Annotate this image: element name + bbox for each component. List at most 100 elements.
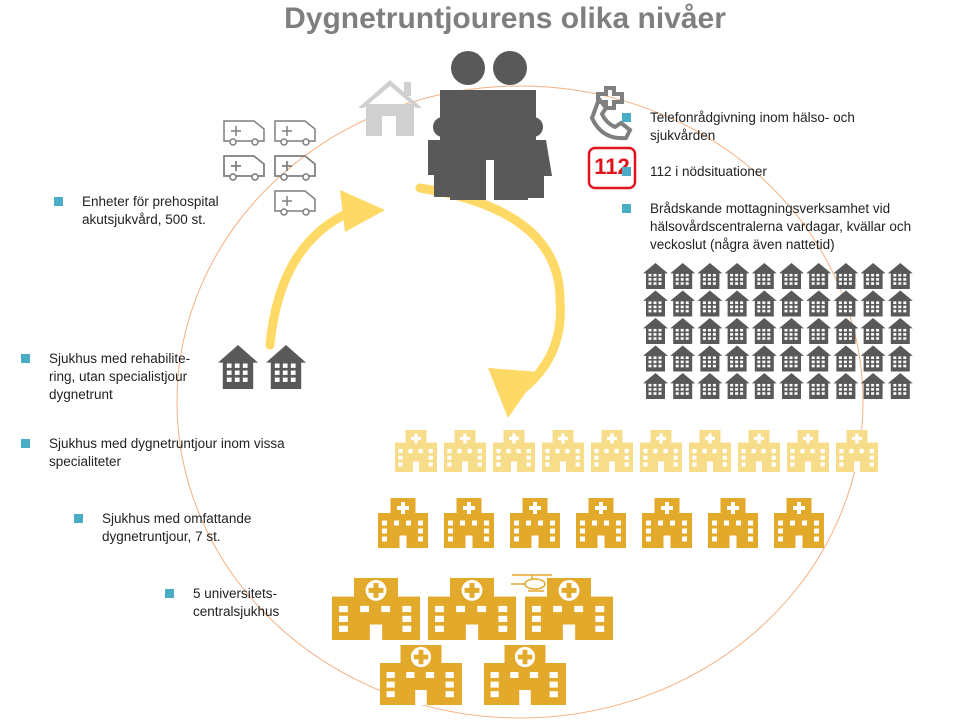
comprehensive-hospital-icon bbox=[642, 498, 692, 548]
comprehensive-hospital-icon bbox=[378, 498, 428, 548]
health-center-icon bbox=[887, 290, 913, 317]
health-center-icon bbox=[724, 373, 750, 399]
university-hospital-icon bbox=[380, 645, 462, 705]
legend-text: Brådskande mottagningsverksamhet vid häl… bbox=[650, 201, 912, 252]
health-center-icon bbox=[860, 345, 886, 372]
health-center-icon bbox=[697, 318, 723, 344]
legend-item-health-centers: Brådskande mottagningsverksamhet vid häl… bbox=[622, 200, 950, 254]
ambulance-icon bbox=[223, 120, 265, 146]
health-center-icon bbox=[724, 345, 750, 372]
health-center-icon bbox=[670, 290, 696, 317]
legend-text: Sjukhus med dygnetruntjour inom vissa sp… bbox=[49, 436, 285, 469]
comprehensive-hospital-icon bbox=[708, 498, 758, 548]
ambulance-icon bbox=[274, 120, 316, 146]
legend-item-phone: Telefonrådgivning inom hälso- och sjukvå… bbox=[622, 109, 920, 145]
ambulance-icon bbox=[274, 190, 316, 216]
legend-text: 112 i nödsituationer bbox=[650, 164, 767, 179]
health-center-icon bbox=[670, 373, 696, 399]
health-center-icon bbox=[724, 263, 750, 289]
health-center-icon bbox=[887, 318, 913, 344]
legend-item-112: 112 i nödsituationer bbox=[622, 163, 920, 181]
health-center-icon bbox=[833, 373, 859, 399]
bullet-icon bbox=[21, 354, 30, 363]
health-center-icon bbox=[806, 318, 832, 344]
health-center-icon bbox=[887, 345, 913, 372]
bullet-icon bbox=[622, 113, 631, 122]
specialty-hospital-icon bbox=[591, 430, 633, 472]
emergency-112-badge bbox=[587, 146, 637, 190]
specialty-hospital-icon bbox=[787, 430, 829, 472]
specialty-hospital-icon bbox=[395, 430, 437, 472]
health-center-icon bbox=[833, 345, 859, 372]
health-center-icon bbox=[697, 290, 723, 317]
health-center-icon bbox=[779, 373, 804, 399]
health-center-icon bbox=[806, 373, 832, 399]
home-icon bbox=[358, 80, 422, 136]
health-center-icon bbox=[751, 318, 777, 344]
health-center-icon bbox=[887, 263, 913, 289]
specialty-hospital-icon bbox=[493, 430, 535, 472]
specialty-hospital-icon bbox=[542, 430, 584, 472]
bullet-icon bbox=[165, 589, 174, 598]
legend-text: Enheter för prehospital akutsjukvård, 50… bbox=[82, 194, 219, 227]
health-center-icon bbox=[751, 263, 777, 289]
health-center-icon bbox=[806, 263, 832, 289]
health-center-icon bbox=[643, 290, 668, 317]
university-hospital-icon bbox=[428, 578, 516, 640]
page-title: Dygnetruntjourens olika nivåer bbox=[284, 2, 726, 35]
health-center-icon bbox=[779, 263, 804, 289]
health-center-icon bbox=[860, 318, 886, 344]
health-center-icon bbox=[724, 290, 750, 317]
arrow-head-icon bbox=[340, 190, 385, 232]
health-center-icon bbox=[697, 373, 723, 399]
university-hospital-icon bbox=[332, 578, 420, 640]
health-center-icon bbox=[779, 290, 804, 317]
health-center-icon bbox=[643, 373, 668, 399]
health-center-icon bbox=[670, 318, 696, 344]
health-center-icon bbox=[751, 290, 777, 317]
health-center-icon bbox=[751, 373, 777, 399]
helicopter-icon bbox=[511, 574, 552, 592]
legend-text: Sjukhus med rehabilite-ring, utan specia… bbox=[49, 351, 191, 402]
specialty-hospital-icon bbox=[738, 430, 780, 472]
health-center-icon bbox=[833, 318, 859, 344]
health-center-icon bbox=[833, 290, 859, 317]
phone-medical-icon bbox=[589, 86, 633, 141]
specialty-hospital-icon bbox=[836, 430, 878, 472]
health-center-icon bbox=[643, 318, 668, 344]
ambulance-icon bbox=[223, 155, 265, 181]
family-icon bbox=[428, 51, 552, 200]
ambulance-icon bbox=[274, 155, 316, 181]
legend-item-rehab: Sjukhus med rehabilite-ring, utan specia… bbox=[21, 350, 209, 404]
comprehensive-hospital-icon bbox=[774, 498, 824, 548]
health-center-icon bbox=[806, 290, 832, 317]
health-center-icon bbox=[833, 263, 859, 289]
cycle-arrow bbox=[265, 183, 565, 400]
legend-text: Telefonrådgivning inom hälso- och sjukvå… bbox=[650, 110, 855, 143]
cycle-circle bbox=[176, 85, 864, 719]
health-center-icon bbox=[779, 318, 804, 344]
health-center-icon bbox=[643, 263, 668, 289]
specialty-hospital-icon bbox=[444, 430, 486, 472]
comprehensive-hospital-icon bbox=[576, 498, 626, 548]
legend-item-university: 5 universitets-centralsjukhus bbox=[165, 585, 313, 621]
university-hospital-icon bbox=[484, 645, 566, 705]
legend-item-comprehensive: Sjukhus med omfattande dygnetruntjour, 7… bbox=[74, 510, 282, 546]
health-center-icon bbox=[779, 345, 804, 372]
health-center-icon bbox=[724, 318, 750, 344]
health-center-icon bbox=[643, 345, 668, 372]
specialty-hospital-icon bbox=[689, 430, 731, 472]
legend-item-specialties: Sjukhus med dygnetruntjour inom vissa sp… bbox=[21, 435, 319, 471]
bullet-icon bbox=[622, 167, 631, 176]
comprehensive-hospital-icon bbox=[444, 498, 494, 548]
university-hospital-icon bbox=[525, 578, 613, 640]
health-center-icon bbox=[860, 373, 886, 399]
bullet-icon bbox=[54, 197, 63, 206]
bullet-icon bbox=[622, 204, 631, 213]
health-center-icon bbox=[697, 263, 723, 289]
health-center-icon bbox=[860, 263, 886, 289]
legend-text: 5 universitets-centralsjukhus bbox=[193, 586, 280, 619]
rehab-hospital-icon bbox=[266, 345, 306, 389]
